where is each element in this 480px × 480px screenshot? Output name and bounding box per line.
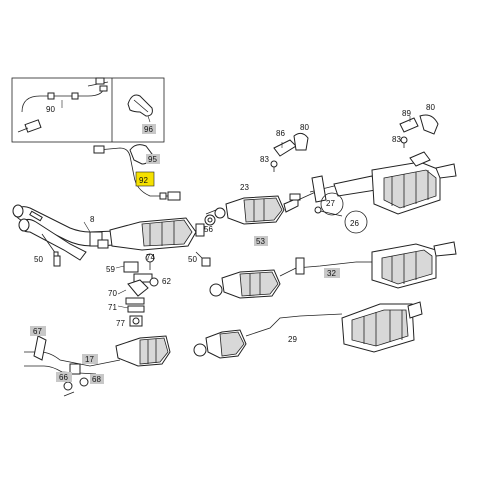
callout-80-b: 80 bbox=[426, 103, 435, 112]
callout-86: 86 bbox=[276, 129, 285, 138]
callout-labels: 90 95 96 92 86 80 89 80 83 83 23 8 56 53… bbox=[30, 103, 435, 384]
callout-26: 26 bbox=[350, 219, 359, 228]
inset-frames bbox=[11, 77, 165, 143]
callout-32-box bbox=[324, 268, 340, 278]
callout-50-a: 50 bbox=[34, 255, 43, 264]
catalytic-converter-23 bbox=[205, 189, 321, 225]
oxygen-sensor-90 bbox=[17, 77, 109, 133]
callout-96-box bbox=[142, 124, 156, 134]
callout-92: 92 bbox=[139, 176, 148, 185]
exhaust-variant-29 bbox=[193, 301, 423, 359]
callout-53-box bbox=[254, 236, 268, 246]
callout-67: 67 bbox=[33, 327, 42, 336]
callout-80-a: 80 bbox=[300, 123, 309, 132]
callout-53: 53 bbox=[256, 237, 265, 246]
callout-68-box bbox=[90, 374, 104, 384]
callout-50-b: 50 bbox=[188, 255, 197, 264]
callout-71: 71 bbox=[108, 303, 117, 312]
callout-83-a: 83 bbox=[260, 155, 269, 164]
hanger-89 bbox=[399, 114, 439, 148]
callout-67-box bbox=[30, 326, 46, 336]
callout-17-box bbox=[82, 354, 98, 364]
callout-90: 90 bbox=[46, 105, 55, 114]
callout-32: 32 bbox=[327, 269, 336, 278]
callout-8: 8 bbox=[90, 215, 95, 224]
callout-70: 70 bbox=[108, 289, 117, 298]
callout-23: 23 bbox=[240, 183, 249, 192]
callout-56: 56 bbox=[204, 225, 213, 234]
inset-frame-oxygen-sensor bbox=[11, 77, 165, 143]
callout-74: 74 bbox=[146, 253, 155, 262]
callout-68: 68 bbox=[92, 375, 101, 384]
catalytic-converter-front bbox=[109, 214, 216, 251]
exhaust-variant-left bbox=[24, 335, 171, 397]
callout-27: 27 bbox=[326, 199, 335, 208]
callout-92-box bbox=[135, 171, 155, 187]
callout-66-box bbox=[56, 372, 72, 382]
front-pipe-8 bbox=[12, 204, 141, 263]
callout-59: 59 bbox=[106, 265, 115, 274]
callout-89: 89 bbox=[402, 109, 411, 118]
bolts-50 bbox=[53, 251, 211, 267]
callout-66: 66 bbox=[59, 373, 68, 382]
callout-95: 95 bbox=[148, 155, 157, 164]
callout-62: 62 bbox=[162, 277, 171, 286]
callout-29: 29 bbox=[288, 335, 297, 344]
callout-17: 17 bbox=[85, 355, 94, 364]
hardware-cluster bbox=[115, 253, 159, 327]
callout-83-b: 83 bbox=[392, 135, 401, 144]
callout-95-box bbox=[146, 154, 160, 164]
rear-muffler-upper bbox=[309, 151, 457, 234]
exhaust-variant-32 bbox=[209, 241, 457, 299]
hanger-86 bbox=[270, 132, 309, 172]
bracket-96 bbox=[127, 94, 153, 123]
callout-96: 96 bbox=[144, 125, 153, 134]
callout-77: 77 bbox=[116, 319, 125, 328]
